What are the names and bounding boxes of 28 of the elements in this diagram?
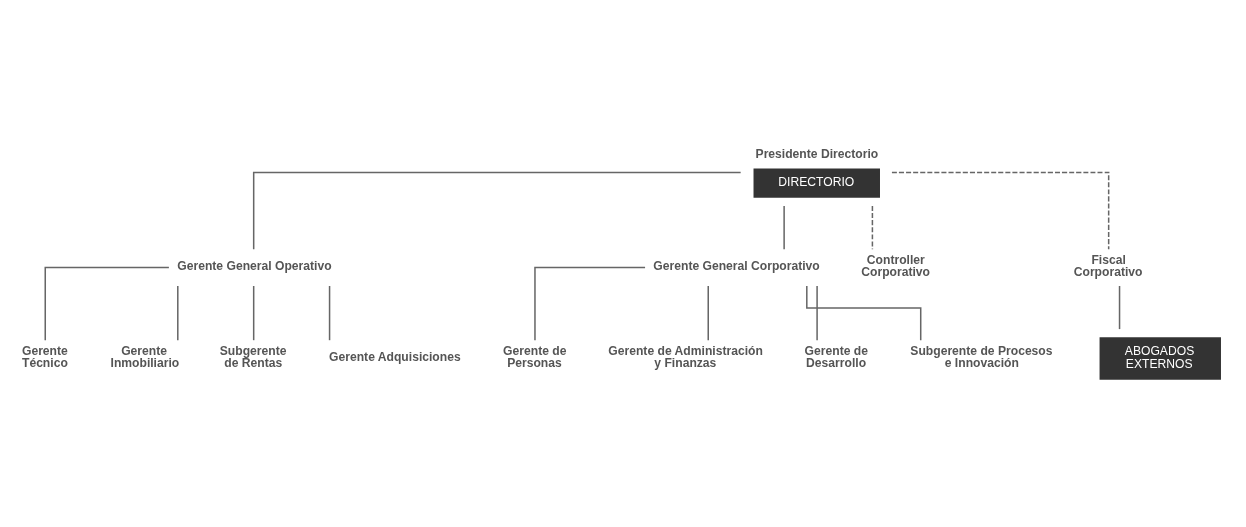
connector bbox=[707, 285, 709, 341]
connector bbox=[176, 285, 179, 341]
connector bbox=[252, 285, 254, 341]
node-box: DIRECTORIO bbox=[753, 168, 880, 198]
connector bbox=[782, 205, 785, 250]
connector bbox=[252, 171, 741, 250]
node-text: Gerente General Corporativo bbox=[652, 258, 820, 273]
connector bbox=[871, 205, 873, 250]
node-text: Gerente Técnico bbox=[21, 344, 68, 371]
node-text: Gerente de Desarrollo bbox=[804, 344, 868, 371]
node-label: Presidente Directorio bbox=[755, 146, 878, 161]
connector bbox=[815, 285, 818, 341]
node-text: Gerente Inmobiliario bbox=[110, 344, 179, 371]
connector bbox=[890, 171, 1109, 250]
connector bbox=[533, 266, 646, 341]
connector bbox=[328, 285, 330, 341]
node-text: Gerente General Operativo bbox=[176, 258, 332, 273]
node-box: ABOGADOS EXTERNOS bbox=[1099, 337, 1221, 380]
node-text: Controller Corporativo bbox=[860, 253, 930, 280]
node-text: Gerente de Administración y Finanzas bbox=[607, 344, 763, 371]
node-text: Fiscal Corporativo bbox=[1073, 253, 1142, 280]
connector bbox=[44, 266, 170, 341]
connector bbox=[1118, 285, 1120, 330]
node-text: Gerente de Personas bbox=[502, 344, 566, 371]
node-text: Subgerente de Rentas bbox=[219, 344, 286, 371]
node-text: Subgerente de Procesos e Innovación bbox=[909, 344, 1053, 371]
connector bbox=[805, 285, 921, 342]
node-text: Gerente Adquisiciones bbox=[328, 349, 461, 364]
